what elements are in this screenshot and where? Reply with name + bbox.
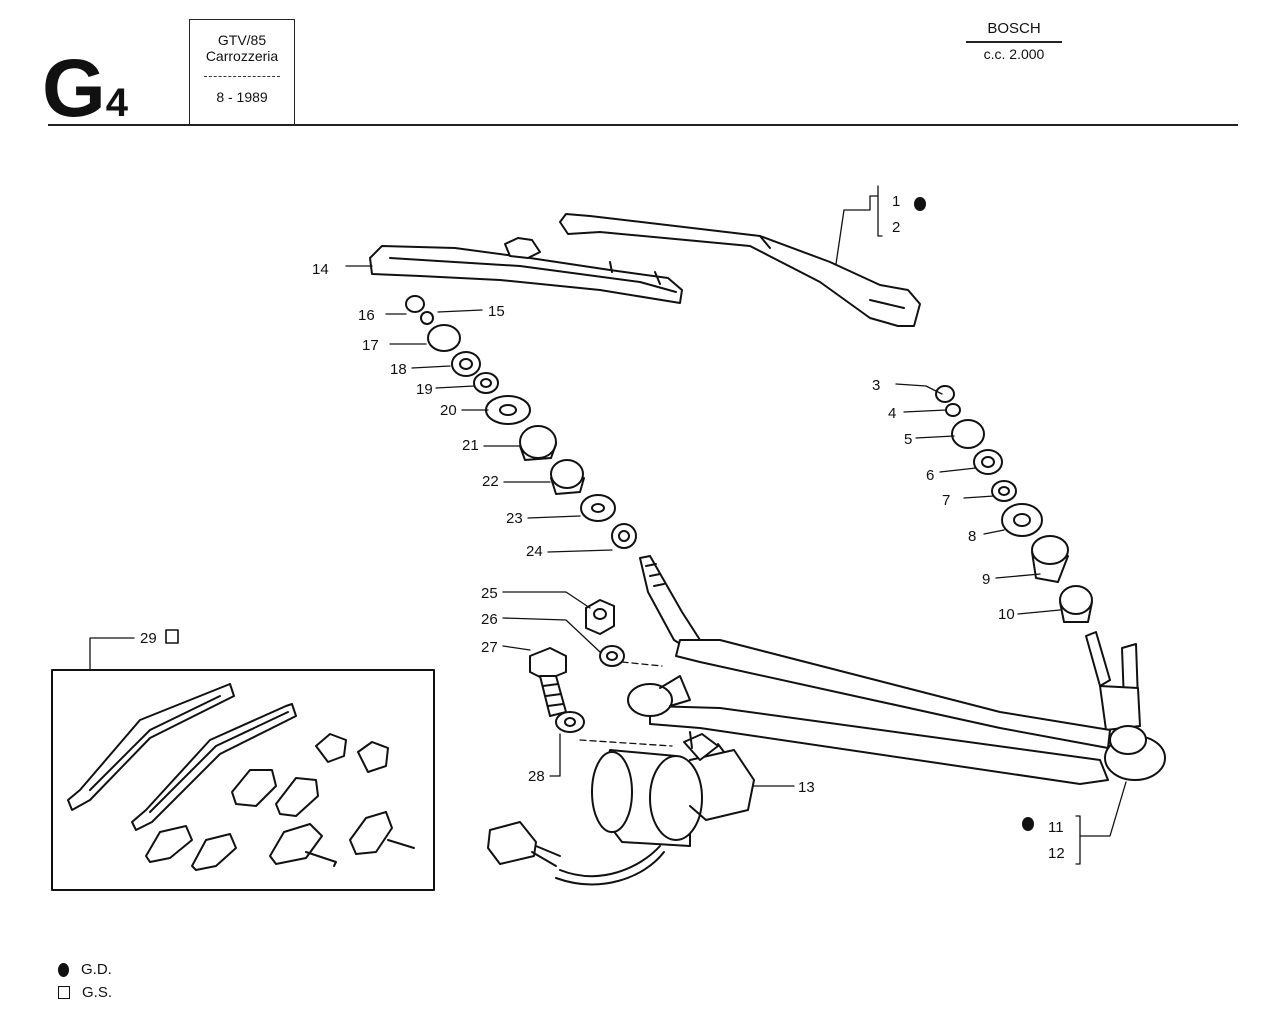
callout-11: 11 [1048, 819, 1064, 836]
callout-18: 18 [390, 361, 407, 378]
callout-15: 15 [488, 303, 505, 320]
open-square-icon [58, 986, 70, 999]
brand-block: BOSCH c.c. 2.000 [966, 20, 1062, 62]
gd-marker-icon [914, 197, 926, 211]
gd-marker-icon [1022, 817, 1034, 831]
section-name: Carrozzeria [205, 48, 279, 64]
gs-marker-icon [165, 629, 179, 644]
linkage-rods [627, 639, 1111, 785]
legend-item-gd: G.D. [58, 958, 112, 981]
callout-5: 5 [904, 431, 912, 448]
header-rule [48, 124, 1238, 126]
callout-20: 20 [440, 402, 457, 419]
wiper-blade-part [369, 237, 683, 304]
wiper-arm-part [559, 213, 921, 327]
callout-16: 16 [358, 307, 375, 324]
callout-27: 27 [481, 639, 498, 656]
callout-25: 25 [481, 585, 498, 602]
callout-19: 19 [416, 381, 433, 398]
legend-item-gs: G.S. [58, 981, 112, 1004]
fastener-parts [529, 599, 625, 733]
leader-lines [89, 185, 1127, 865]
model-date: 8 - 1989 [216, 89, 268, 105]
callout-24: 24 [526, 543, 543, 560]
legend: G.D. G.S. [58, 958, 112, 1004]
callout-3: 3 [872, 377, 880, 394]
section-code-number: 4 [105, 81, 129, 125]
callout-22: 22 [482, 473, 499, 490]
model-box: GTV/85 Carrozzeria 8 - 1989 [189, 19, 295, 126]
left-spindle-shaft [639, 555, 701, 651]
callout-8: 8 [968, 528, 976, 545]
callout-14: 14 [312, 261, 329, 278]
brand-name: BOSCH [966, 20, 1062, 43]
section-code-letter: G [42, 43, 106, 134]
model-box-divider [204, 76, 280, 77]
left-spindle-stack [405, 295, 637, 549]
callout-13: 13 [798, 779, 815, 796]
callout-7: 7 [942, 492, 950, 509]
callout-21: 21 [462, 437, 479, 454]
callout-6: 6 [926, 467, 934, 484]
legend-label-gs: G.S. [82, 984, 113, 1001]
callout-23: 23 [506, 510, 523, 527]
blade-kit-box [51, 669, 435, 891]
callout-4: 4 [888, 405, 896, 422]
callout-9: 9 [982, 571, 990, 588]
callout-26: 26 [481, 611, 498, 628]
callout-29: 29 [140, 630, 157, 647]
engine-size: c.c. 2.000 [983, 46, 1045, 62]
callout-10: 10 [998, 606, 1015, 623]
callout-2: 2 [892, 219, 900, 236]
callout-28: 28 [528, 768, 545, 785]
filled-dot-icon [58, 962, 69, 977]
section-code: G4 [42, 48, 128, 130]
right-spindle-stack [935, 385, 1093, 623]
legend-label-gd: G.D. [81, 961, 112, 978]
callout-17: 17 [362, 337, 379, 354]
right-spindle-pivot [1085, 631, 1166, 781]
callout-12: 12 [1048, 845, 1065, 862]
callout-1: 1 [892, 193, 900, 210]
wiper-motor-part [487, 731, 755, 886]
model-name: GTV/85 [217, 32, 267, 48]
